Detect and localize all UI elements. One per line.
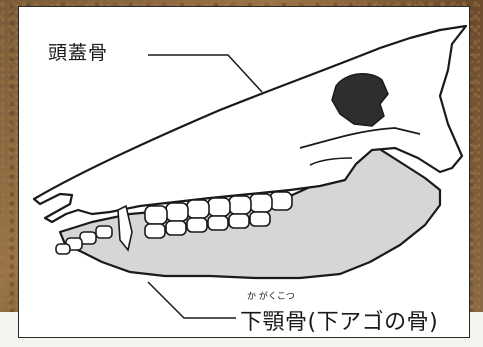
cheek-line [309, 157, 353, 166]
teeth [55, 191, 293, 255]
molar [228, 195, 252, 215]
skull-label: 頭蓋骨 [48, 42, 109, 64]
incisor [55, 243, 71, 255]
molar [144, 205, 168, 225]
molar [186, 199, 210, 219]
skull-leader-line [148, 54, 263, 93]
molar [228, 213, 250, 229]
lower-jaw-label: 下顎骨(下アゴの骨) [240, 310, 439, 335]
jaw-leader-line [147, 281, 236, 319]
eye-socket [331, 73, 389, 127]
molar [165, 202, 189, 222]
molar [249, 193, 273, 213]
molar [249, 211, 271, 227]
zygomatic-line [299, 127, 421, 149]
molar [207, 215, 229, 231]
canine-tooth [117, 204, 133, 252]
molar [207, 197, 231, 217]
molar [144, 223, 166, 239]
molar [165, 220, 187, 236]
molar [186, 217, 208, 233]
incisor [95, 225, 113, 239]
molar [269, 191, 293, 211]
lower-jaw-furigana: か がくこつ [247, 292, 295, 302]
